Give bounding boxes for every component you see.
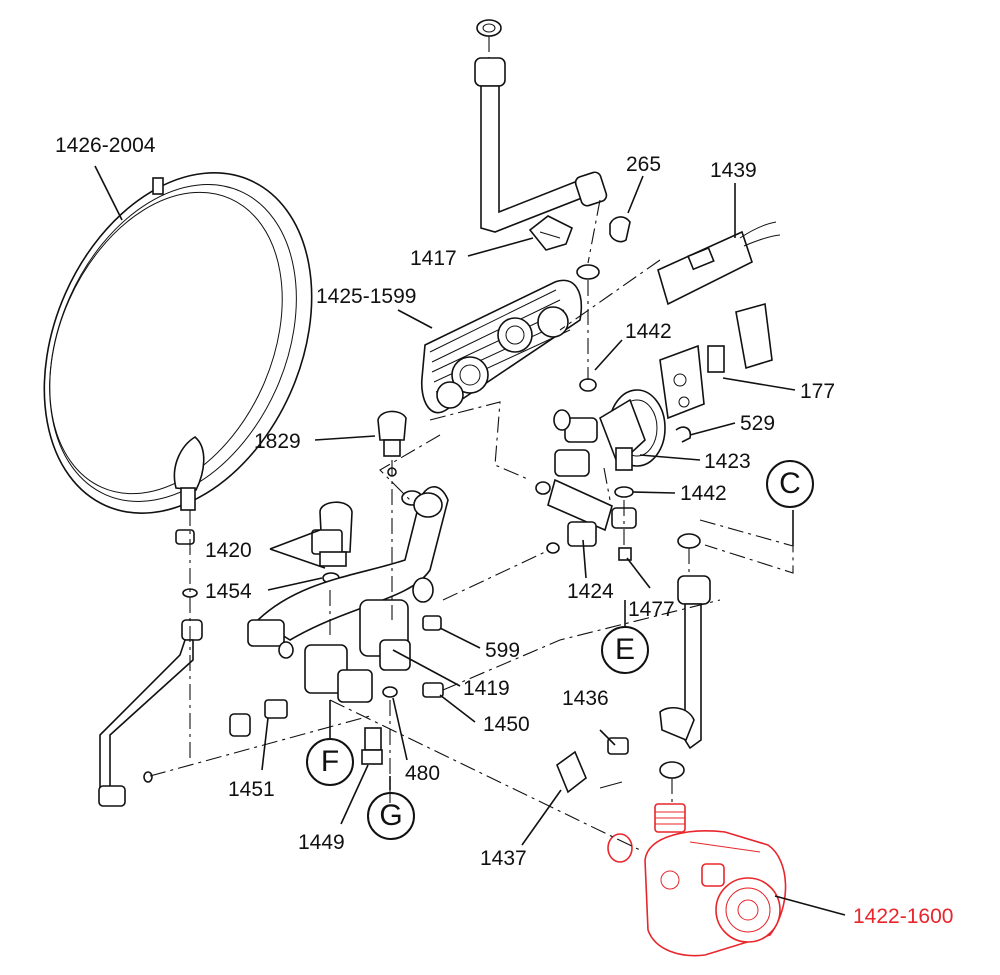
label-1419: 1419: [463, 677, 510, 700]
ref-circle-g: G: [367, 792, 415, 840]
label-expansion-vessel: 1426-2004: [55, 134, 156, 157]
oring-1442-b: [614, 486, 634, 498]
label-1454: 1454: [205, 580, 252, 603]
label-1442-b: 1442: [680, 482, 727, 505]
ref-circle-e: E: [601, 626, 649, 674]
label-1439: 1439: [710, 159, 757, 182]
manifold-1419: [247, 486, 449, 703]
drain-1477: [618, 547, 632, 561]
diverter-valve: [553, 378, 666, 477]
label-599: 599: [485, 639, 521, 662]
label-1437: 1437: [480, 847, 527, 870]
clip-1417: [528, 215, 574, 251]
ref-circle-f: F: [306, 738, 354, 786]
label-1451: 1451: [228, 778, 275, 801]
return-pipe: [659, 533, 711, 779]
seal-480: [382, 686, 398, 698]
valve-1420: [311, 501, 353, 584]
connector-1424: [535, 478, 637, 554]
label-1477: 1477: [628, 598, 675, 621]
clip-529: [675, 426, 692, 443]
label-1420: 1420: [205, 539, 252, 562]
label-pump: 1422-1600: [853, 905, 954, 928]
sensor-1829: [377, 410, 407, 477]
vessel-pipe: [98, 529, 203, 807]
label-heat-exchanger: 1425-1599: [316, 285, 417, 308]
gauge-1449: [361, 727, 383, 765]
label-1450: 1450: [483, 713, 530, 736]
label-1424: 1424: [567, 580, 614, 603]
tap-1451: [229, 699, 288, 737]
pump-1422-1600: [607, 803, 787, 957]
cover-1437: [556, 750, 623, 794]
fitting-1450: [422, 682, 444, 698]
switch-1439: [657, 221, 781, 306]
expansion-vessel: [43, 172, 313, 514]
heat-exchanger: [421, 279, 582, 414]
label-265: 265: [626, 153, 662, 176]
seal-265: [609, 216, 631, 243]
label-1829: 1829: [254, 430, 301, 453]
label-529: 529: [740, 412, 776, 435]
leader-lines: [94, 165, 846, 916]
label-1442-a: 1442: [625, 320, 672, 343]
label-1423: 1423: [704, 450, 751, 473]
label-177: 177: [800, 380, 836, 403]
label-480: 480: [405, 762, 441, 785]
assembly-lines: [149, 36, 794, 851]
label-1417: 1417: [410, 247, 457, 270]
top-pipe: [474, 19, 608, 280]
label-1436: 1436: [562, 687, 609, 710]
ref-circle-c: C: [766, 460, 814, 508]
label-1449: 1449: [298, 831, 345, 854]
microswitch-177: [659, 302, 773, 420]
